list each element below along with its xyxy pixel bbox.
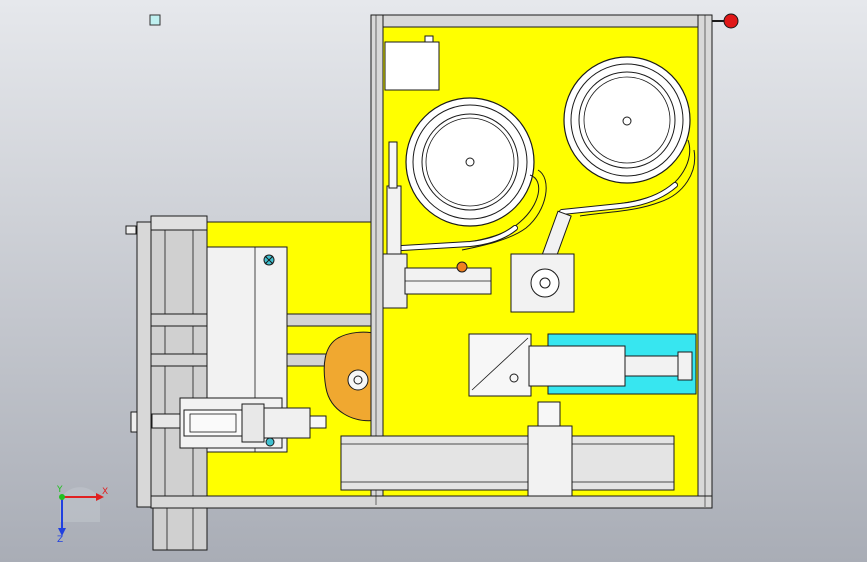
control-box — [384, 41, 440, 91]
bowl-center-icon — [465, 157, 475, 167]
bracket-small — [125, 225, 137, 235]
vibratory-bowl-right[interactable] — [563, 56, 696, 217]
y-axis-dot — [59, 494, 65, 500]
coupling — [241, 403, 265, 443]
main-frame-assembly[interactable] — [150, 13, 739, 509]
press-station-plate — [468, 333, 532, 397]
y-axis-label: Y — [56, 485, 63, 495]
linear-carriage — [527, 425, 573, 497]
main-frame-bottom-rail — [150, 495, 713, 509]
coordinate-triad: X Y Z — [56, 485, 108, 545]
x-axis-label: X — [102, 487, 108, 497]
left-frame-leg — [152, 505, 208, 551]
z-axis-label: Z — [57, 535, 63, 545]
pneumatic-cylinder — [528, 345, 626, 387]
linear-module — [340, 435, 675, 491]
left-frame-outer-rail — [136, 221, 152, 508]
bracket-side — [130, 411, 138, 433]
bearing-housing — [263, 407, 311, 439]
bolt-icon — [265, 437, 275, 447]
pick-and-place-unit — [382, 253, 408, 309]
bowl-center-icon — [622, 116, 632, 126]
vibratory-bowl-left[interactable] — [405, 97, 547, 251]
main-frame-top-rail — [370, 14, 712, 28]
view-marker-icon[interactable] — [149, 14, 161, 26]
left-frame-top-cap — [150, 215, 208, 231]
shaft — [309, 415, 327, 429]
sensor-icon — [456, 261, 468, 273]
emergency-stop-button[interactable] — [723, 13, 739, 29]
main-frame-left-rail — [370, 14, 384, 506]
